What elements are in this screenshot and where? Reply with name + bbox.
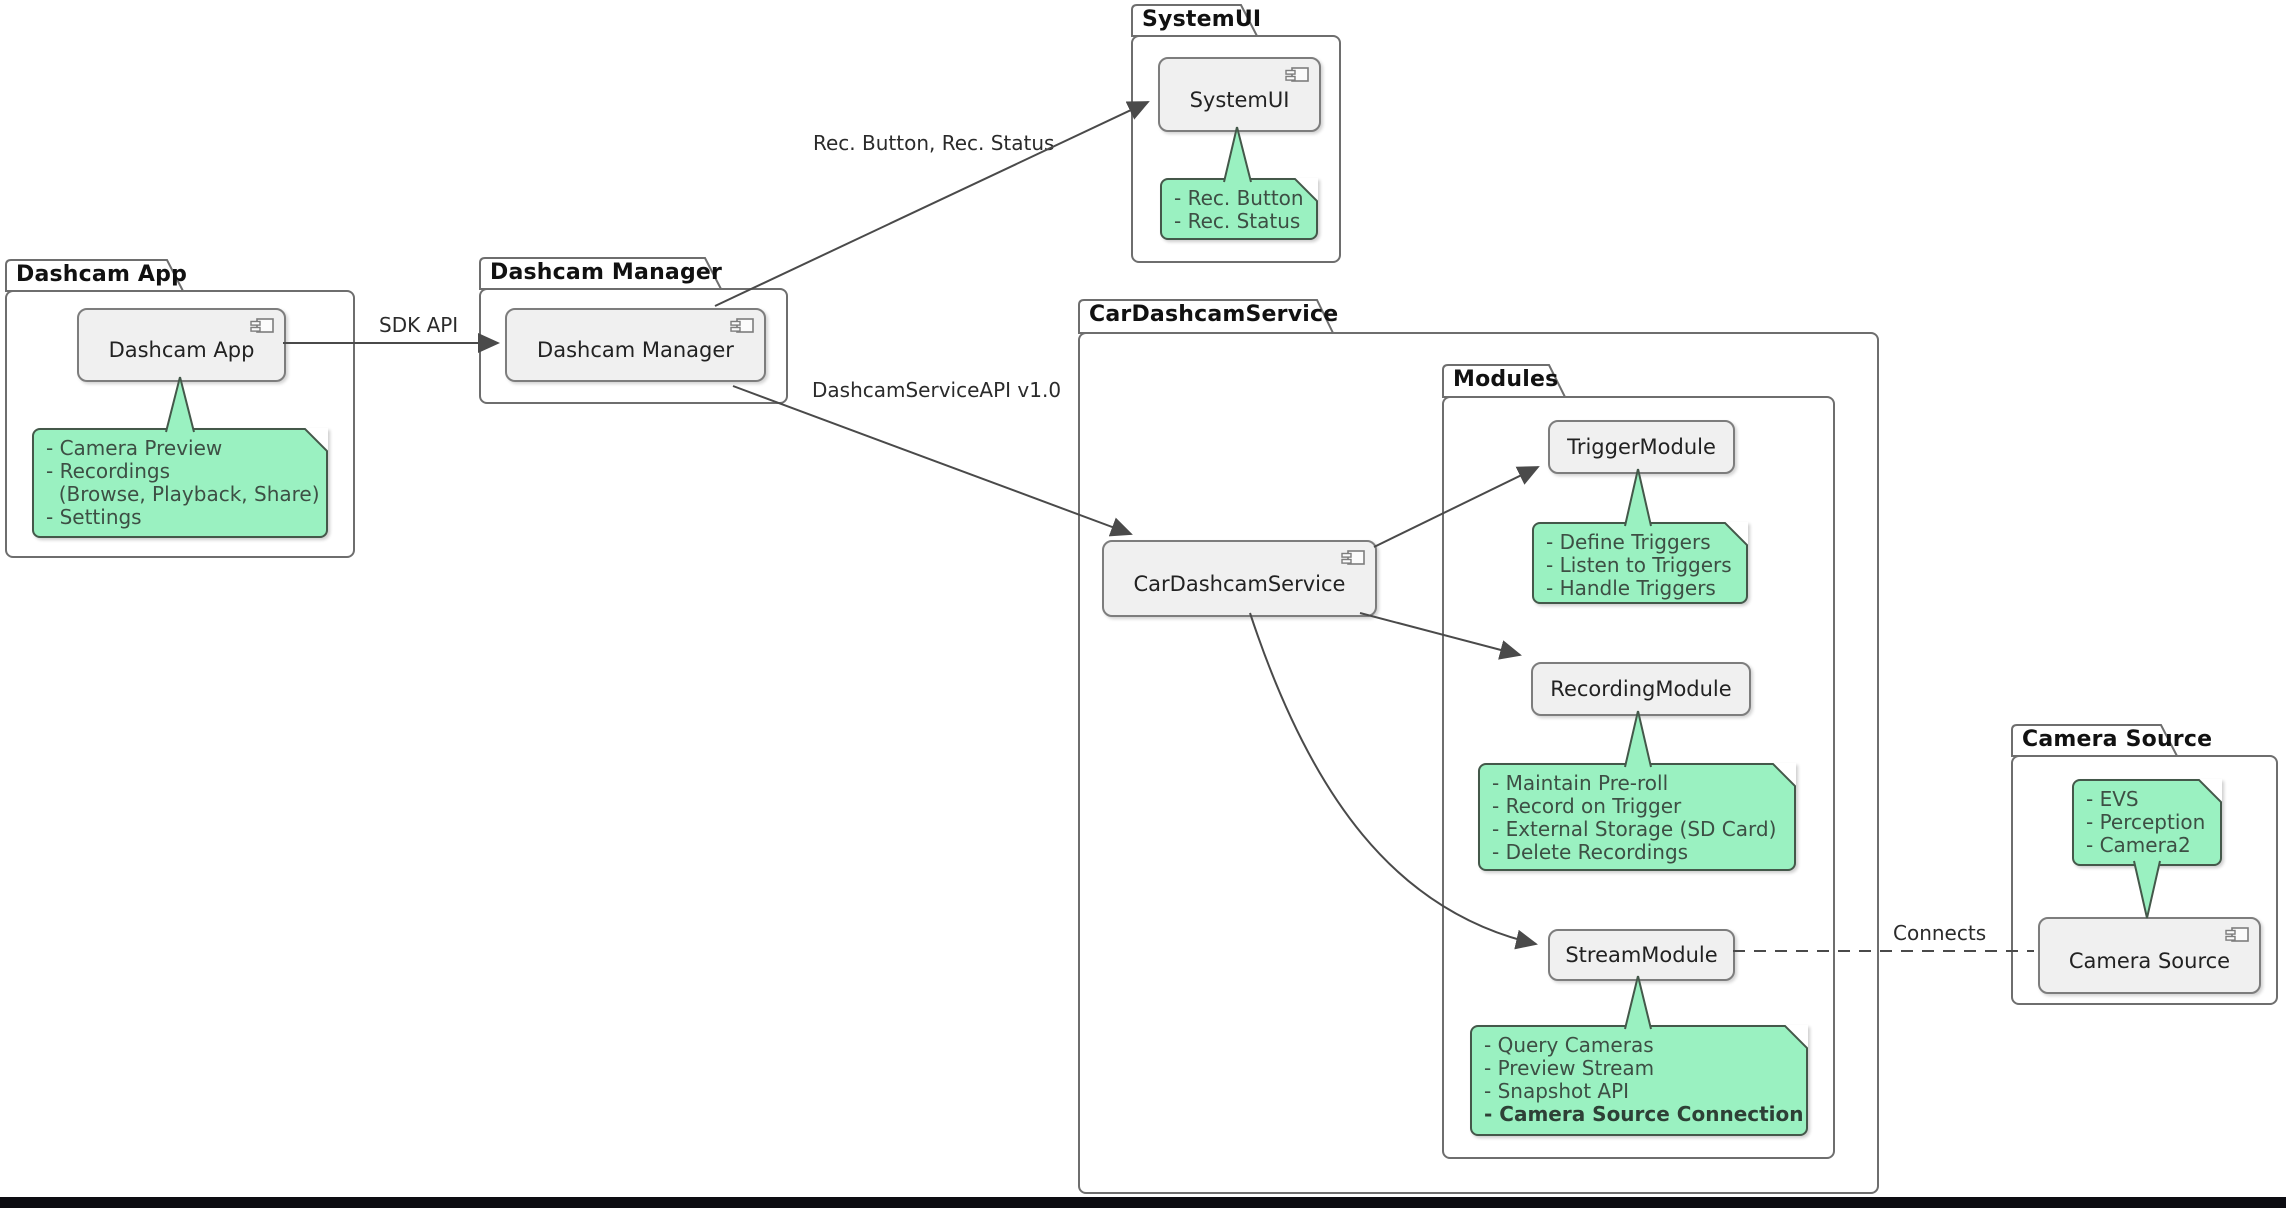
bottom-black-bar xyxy=(0,1197,2286,1208)
note-line: - Camera Preview xyxy=(46,436,223,460)
note-line: - Delete Recordings xyxy=(1492,840,1689,864)
note-fold-icon xyxy=(2198,779,2222,803)
note-fold-icon xyxy=(1772,763,1796,787)
package-title-car-dashcam-service: CarDashcamService xyxy=(1089,302,1339,327)
note-line: - Define Triggers xyxy=(1546,530,1711,554)
note-trigger-module: - Define Triggers - Listen to Triggers -… xyxy=(1532,522,1748,604)
note-line: - Rec. Status xyxy=(1174,209,1301,233)
component-label: Dashcam Manager xyxy=(537,338,734,362)
note-fold-icon xyxy=(1724,522,1748,546)
package-title-dashcam-app: Dashcam App xyxy=(16,262,188,287)
component-icon xyxy=(1341,550,1365,565)
module-label: RecordingModule xyxy=(1550,677,1732,701)
note-systemui: - Rec. Button - Rec. Status xyxy=(1160,178,1318,240)
note-camera-source: - EVS - Perception - Camera2 xyxy=(2072,779,2222,866)
edge-label-sdk-api: SDK API xyxy=(379,313,459,337)
note-line: - Camera2 xyxy=(2086,833,2191,857)
note-line: - Recordings xyxy=(46,459,171,483)
note-line: (Browse, Playback, Share) xyxy=(46,482,320,506)
component-label: SystemUI xyxy=(1189,87,1290,112)
package-title-camera-source: Camera Source xyxy=(2022,727,2213,752)
note-line: - Record on Trigger xyxy=(1492,794,1682,818)
note-line: - Settings xyxy=(46,505,142,529)
component-car-dashcam-service: CarDashcamService xyxy=(1102,540,1377,617)
note-line: - EVS xyxy=(2086,787,2139,811)
component-label: Dashcam App xyxy=(108,338,255,362)
component-icon xyxy=(2225,927,2249,942)
note-line: - Perception xyxy=(2086,810,2206,834)
module-label: TriggerModule xyxy=(1567,435,1716,459)
component-label: CarDashcamService xyxy=(1133,571,1346,596)
note-line: - External Storage (SD Card) xyxy=(1492,817,1777,841)
arrow-manager-to-service xyxy=(732,385,1133,537)
note-line: - Rec. Button xyxy=(1174,186,1304,210)
note-fold-icon xyxy=(304,428,328,452)
note-line: - Preview Stream xyxy=(1484,1056,1655,1080)
component-icon xyxy=(730,318,754,333)
component-label: Camera Source xyxy=(2068,948,2231,973)
edge-label-service-api: DashcamServiceAPI v1.0 xyxy=(812,378,1062,402)
package-title-systemui: SystemUI xyxy=(1142,7,1262,32)
note-line: - Maintain Pre-roll xyxy=(1492,771,1669,795)
edge-label-connects: Connects xyxy=(1893,921,1987,945)
component-icon xyxy=(1285,67,1309,82)
component-systemui: SystemUI xyxy=(1158,57,1321,132)
component-dashcam-manager: Dashcam Manager xyxy=(505,308,766,382)
note-dashcam-app: - Camera Preview - Recordings (Browse, P… xyxy=(32,428,328,538)
note-line: - Query Cameras xyxy=(1484,1033,1654,1057)
note-line: - Handle Triggers xyxy=(1546,576,1716,600)
note-line: - Listen to Triggers xyxy=(1546,553,1732,577)
package-title-dashcam-manager: Dashcam Manager xyxy=(490,260,723,285)
component-camera-source: Camera Source xyxy=(2038,917,2261,994)
arrow-service-to-trigger xyxy=(1373,466,1540,548)
module-label: StreamModule xyxy=(1565,943,1718,967)
component-dashcam-app: Dashcam App xyxy=(77,308,286,382)
module-trigger: TriggerModule xyxy=(1548,420,1735,474)
arrow-service-to-recording xyxy=(1359,612,1522,660)
note-stream-module: - Query Cameras - Preview Stream - Snaps… xyxy=(1470,1025,1808,1136)
component-icon xyxy=(250,318,274,333)
package-title-modules: Modules xyxy=(1453,367,1559,392)
module-stream: StreamModule xyxy=(1548,929,1735,981)
note-recording-module: - Maintain Pre-roll - Record on Trigger … xyxy=(1478,763,1796,871)
note-fold-icon xyxy=(1294,178,1318,202)
note-line-bold: - Camera Source Connection xyxy=(1484,1102,1804,1126)
edge-label-rec-ui: Rec. Button, Rec. Status xyxy=(813,131,1055,155)
note-line: - Snapshot API xyxy=(1484,1079,1630,1103)
note-fold-icon xyxy=(1784,1025,1808,1049)
module-recording: RecordingModule xyxy=(1531,662,1751,716)
